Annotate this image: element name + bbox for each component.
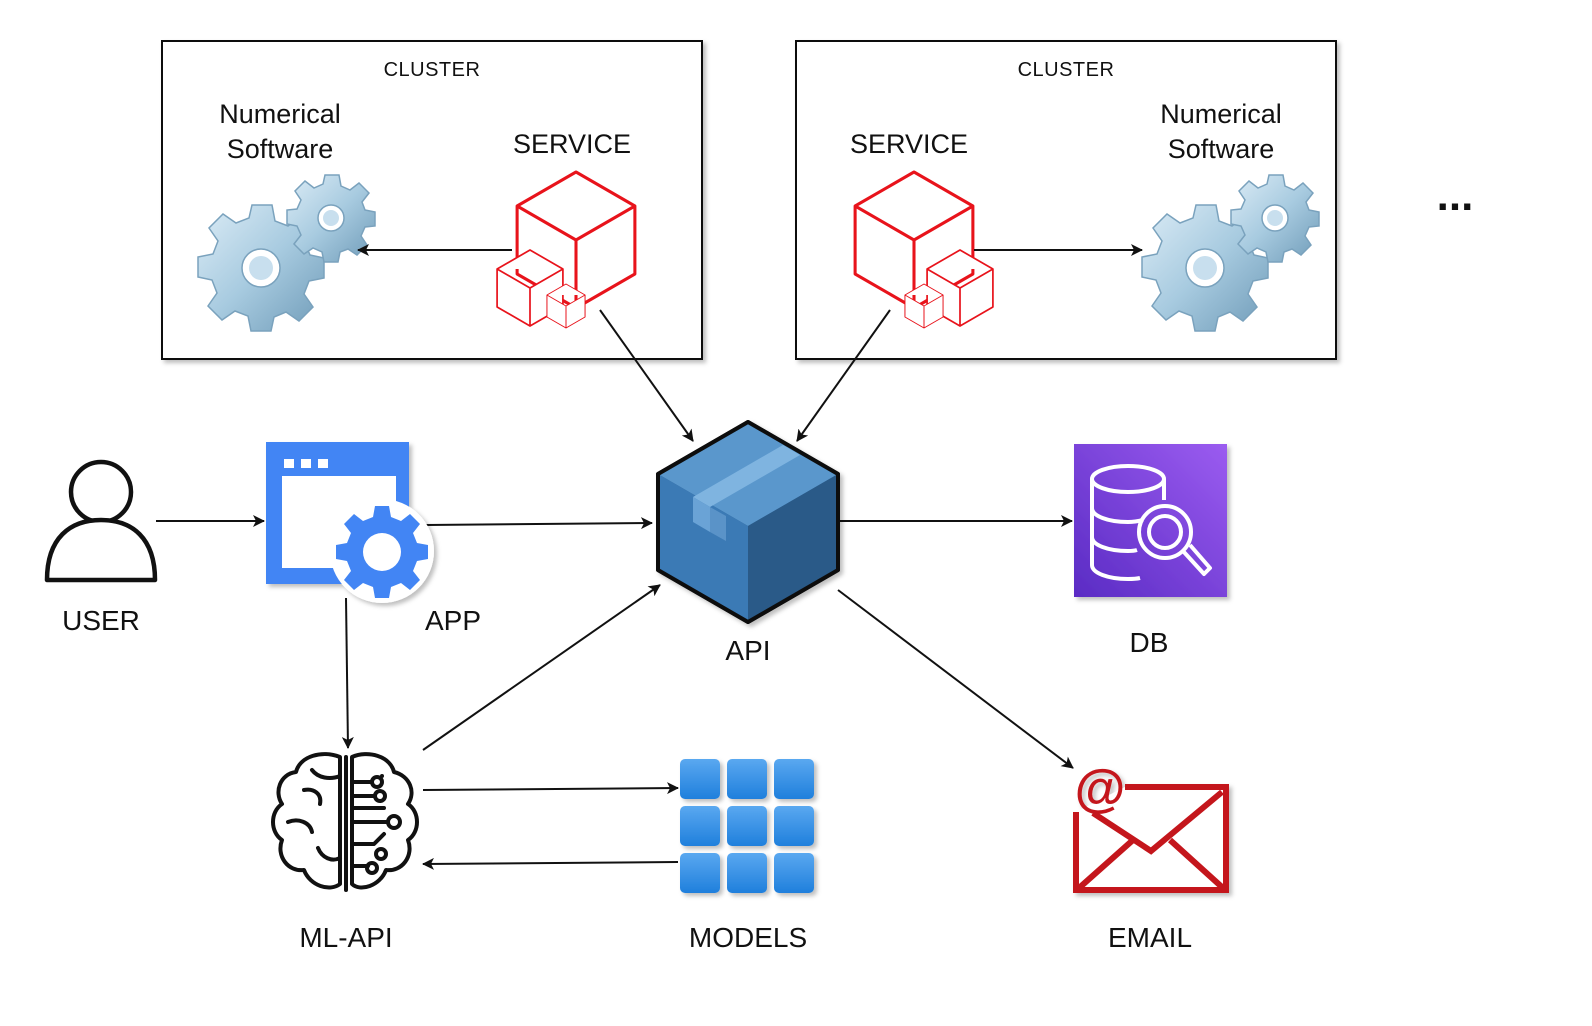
cluster-2: CLUSTER SERVICE Numerical Software (795, 40, 1337, 360)
db-label: DB (1130, 627, 1169, 658)
api-node: API (656, 420, 840, 666)
edge-app-to-api (425, 517, 653, 530)
brain-circuit-icon (271, 752, 419, 892)
user-icon (44, 459, 158, 583)
package-box-icon (656, 420, 840, 624)
models-node: MODELS (680, 759, 814, 953)
more-clusters-ellipsis: ... (1437, 171, 1474, 220)
edge-app-to-mlapi (341, 597, 354, 749)
app-label: APP (425, 605, 481, 636)
svg-text:@: @ (1075, 760, 1126, 818)
edge-models-to-mlapi (422, 857, 679, 870)
db-node: DB (1074, 444, 1227, 658)
edge-mlapi-to-models (422, 782, 679, 795)
cluster-1-software-label-line1: Numerical (219, 99, 341, 129)
edge-service2-to-api (796, 309, 891, 442)
user-node: USER (44, 459, 158, 636)
cluster-1-software-label-line2: Software (227, 134, 334, 164)
models-grid-icon (680, 759, 814, 893)
email-node: @ EMAIL (1073, 760, 1229, 953)
cluster-2-software-label-line1: Numerical (1160, 99, 1282, 129)
edge-api-to-email (837, 589, 1074, 769)
mlapi-label: ML-API (299, 922, 392, 953)
cluster-2-title: CLUSTER (1018, 59, 1115, 81)
edges (156, 244, 1143, 870)
edge-mlapi-to-api (422, 584, 661, 751)
user-label: USER (62, 605, 140, 636)
cluster-2-software-label-line2: Software (1168, 134, 1275, 164)
cluster-1: CLUSTER Numerical Software SERVICE (161, 40, 703, 360)
api-label: API (725, 635, 770, 666)
email-envelope-icon: @ (1073, 760, 1229, 893)
app-window-gear-icon (266, 442, 434, 603)
cluster-1-title: CLUSTER (384, 59, 481, 81)
cluster-1-service-label: SERVICE (513, 129, 631, 159)
app-node: APP (266, 442, 481, 636)
models-label: MODELS (689, 922, 807, 953)
email-label: EMAIL (1108, 922, 1192, 953)
database-search-icon (1074, 444, 1227, 597)
edge-service1-to-api (599, 309, 694, 442)
mlapi-node: ML-API (271, 752, 419, 953)
cluster-2-service-label: SERVICE (850, 129, 968, 159)
